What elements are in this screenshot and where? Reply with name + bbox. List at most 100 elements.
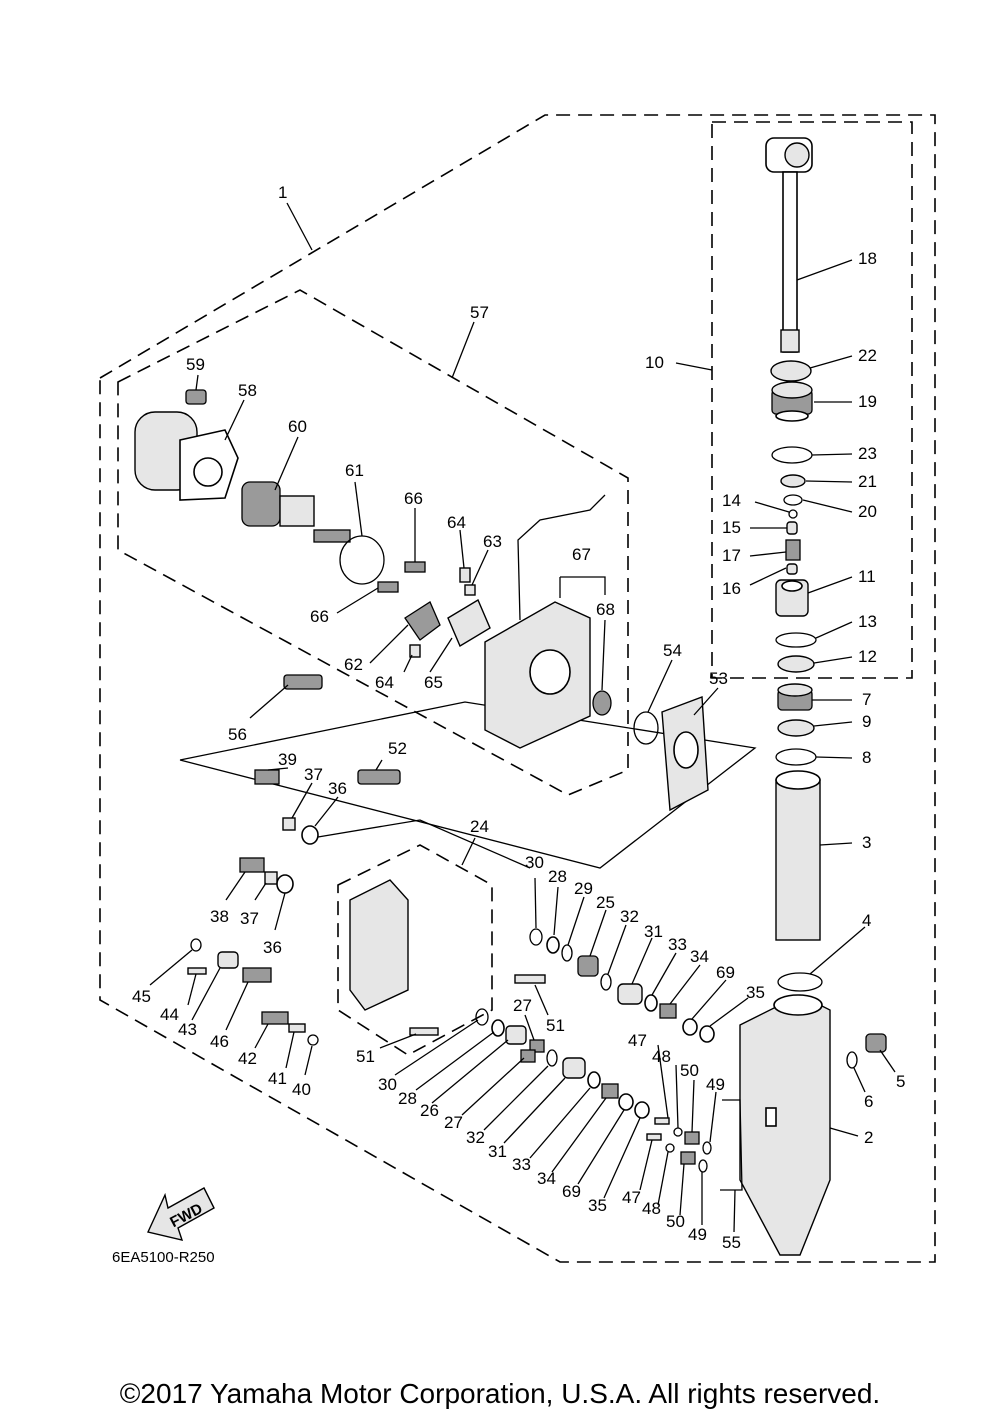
motor-base-67 [484,494,606,749]
o-ring-13 [775,632,817,648]
spring-34-upper [659,1003,677,1019]
callout-38: 38 [210,907,229,926]
ball-48-upper [673,1127,683,1137]
gasket-53 [661,696,709,812]
o-ring-23 [771,446,813,464]
bolt-59 [185,389,207,405]
valve-25 [577,955,599,977]
callout-23: 23 [858,444,877,463]
callout-21: 21 [858,472,877,491]
callout-62: 62 [344,655,363,674]
ball-45 [190,938,202,952]
callout-50-upper: 50 [680,1061,699,1080]
callout-37-upper: 37 [304,765,323,784]
pin-47-lower [646,1133,662,1141]
callout-36-lower: 36 [263,938,282,957]
o-ring-49-upper [702,1141,712,1155]
callout-5: 5 [896,1072,905,1091]
callout-2: 2 [864,1128,873,1147]
callout-47-lower: 47 [622,1188,641,1207]
callout-45: 45 [132,987,151,1006]
callout-16: 16 [722,579,741,598]
callout-58: 58 [238,381,257,400]
callout-27-upper: 27 [513,996,532,1015]
brush-holder-65 [447,598,491,648]
o-ring-32-upper [600,973,612,991]
callout-17: 17 [722,546,741,565]
spring-17 [785,539,801,561]
seal-7 [777,683,813,711]
callout-52: 52 [388,739,407,758]
o-ring-29 [561,944,573,962]
callout-28-upper: 28 [548,867,567,886]
spring-39 [254,769,280,785]
piston-11 [775,579,809,617]
ball-6 [846,1051,858,1069]
callout-8: 8 [862,748,871,767]
wiper-22 [770,360,812,382]
boundary-assembly-57 [117,289,629,796]
screw-66-lower [377,581,399,593]
callout-29: 29 [574,879,593,898]
leader-lines [149,202,896,1233]
spring-50-lower [680,1151,696,1165]
washer-12 [777,655,815,673]
cylinder-tube-3 [775,770,821,941]
diagram-code: 6EA5100-R250 [112,1249,215,1266]
callout-13: 13 [858,612,877,631]
callout-24: 24 [470,817,489,836]
callout-12: 12 [858,647,877,666]
callout-64-lower: 64 [375,673,394,692]
callout-4: 4 [862,911,871,930]
bushing-9 [777,719,815,737]
callout-20: 20 [858,502,877,521]
callout-69-upper: 69 [716,963,735,982]
o-ring-54 [633,711,659,745]
spring-27-upper [529,1039,545,1053]
callout-69-lower: 69 [562,1182,581,1201]
valve-31-upper [617,983,643,1005]
callout-54: 54 [663,641,682,660]
callout-28-lower: 28 [398,1089,417,1108]
circlip-30-upper [529,928,543,946]
callout-48-upper: 48 [652,1047,671,1066]
callout-68: 68 [596,600,615,619]
pin-37-upper [282,817,296,831]
o-ring-20 [783,494,803,506]
callout-14: 14 [722,491,741,510]
screw-66-upper [404,561,426,573]
washer-35-lower [634,1101,650,1119]
callout-60: 60 [288,417,307,436]
callout-30-upper: 30 [525,853,544,872]
callout-49-lower: 49 [688,1225,707,1244]
pump-housing [349,879,409,1011]
brush-63 [464,584,476,596]
callout-51-upper: 51 [546,1016,565,1035]
o-ring-8 [775,748,817,766]
outline-gasket-area [179,701,757,869]
callout-33-upper: 33 [668,935,687,954]
seal-36-lower [276,874,294,894]
callout-1: 1 [278,183,287,202]
spring-27-lower [520,1049,536,1063]
callout-31-lower: 31 [488,1142,507,1161]
spring-64-upper [459,567,471,583]
o-ring-61 [339,535,385,585]
callout-34-lower: 34 [537,1169,556,1188]
callout-30-lower: 30 [378,1075,397,1094]
callout-67: 67 [572,545,591,564]
seal-36-upper [301,825,319,845]
ball-40 [307,1034,319,1046]
washer-28-upper [546,936,560,954]
o-ring-32-lower [546,1049,558,1067]
callout-22: 22 [858,346,877,365]
callout-labels: 1 57 59 58 60 61 66 64 63 67 68 66 62 64… [132,183,905,1252]
pin-15 [786,521,798,535]
callout-41: 41 [268,1069,287,1088]
washer-28-lower [491,1019,505,1037]
brush-62 [404,601,441,641]
callout-44: 44 [160,1005,179,1024]
boundary-assembly-10 [711,121,913,679]
boundary-assembly-1 [99,114,936,1263]
callout-46: 46 [210,1032,229,1051]
